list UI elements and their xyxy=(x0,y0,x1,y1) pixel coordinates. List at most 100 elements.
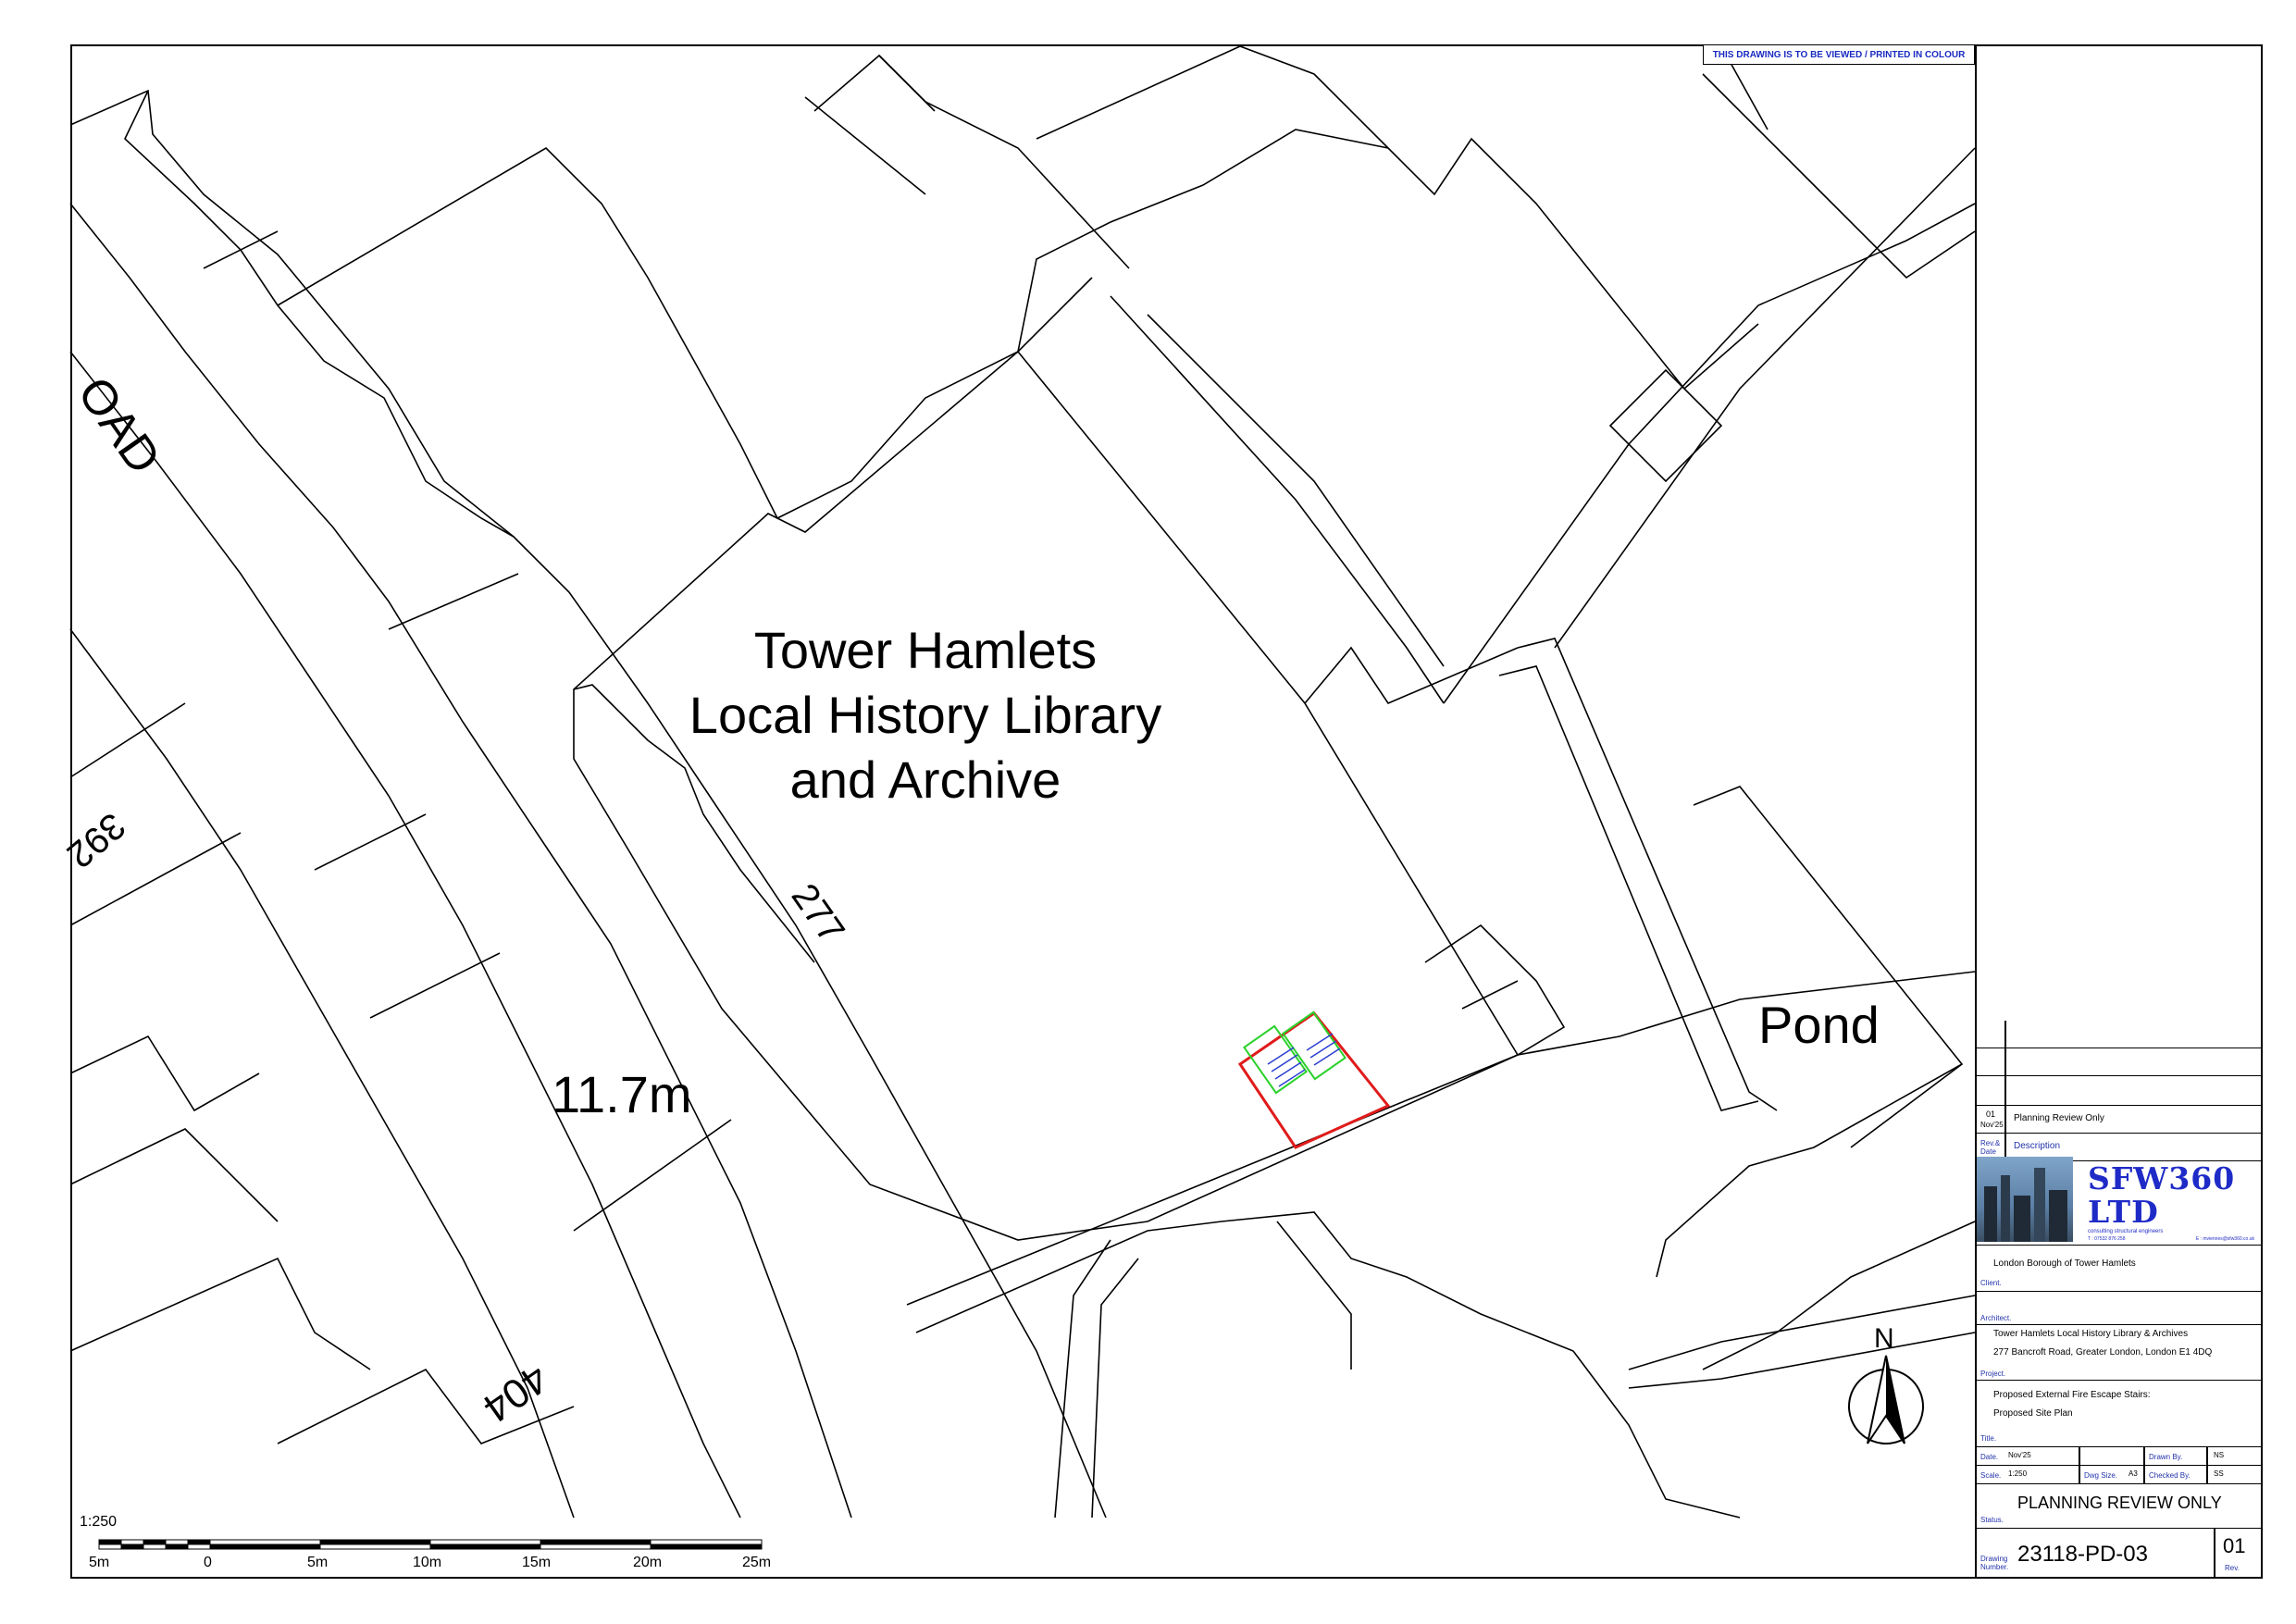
client-label: Client. xyxy=(1980,1279,2002,1287)
rev-blank-row-2 xyxy=(1977,1048,2263,1076)
small-square-a xyxy=(1608,368,1723,483)
lower-edge-e xyxy=(1276,1221,1352,1370)
scale-value: 1:250 xyxy=(2008,1469,2028,1478)
parcel-3 xyxy=(69,1035,260,1112)
drawing-number-label: Drawing Number. xyxy=(1980,1555,2009,1571)
lower-edge-d xyxy=(1091,1258,1139,1519)
north-label: N xyxy=(1874,1323,1894,1354)
library-label-line2: Local History Library xyxy=(689,686,1162,744)
scale-tick-4: 15m xyxy=(522,1555,552,1570)
lower-edge-h xyxy=(1572,1350,1741,1519)
client-row: London Borough of Tower Hamlets Client. xyxy=(1977,1251,2263,1292)
lower-edge-c xyxy=(1054,1239,1111,1519)
checked-by-value: SS xyxy=(2214,1469,2224,1478)
upper-block-d xyxy=(1036,45,1759,391)
strip-c xyxy=(1443,203,1976,704)
scale-tick-2: 5m xyxy=(307,1555,329,1570)
scale-tick-1: 0 xyxy=(204,1555,212,1570)
rev-date: Nov'25 xyxy=(1980,1121,2004,1129)
company-phone: T : 07532 876 258 xyxy=(2088,1236,2126,1242)
rev-value: 01 xyxy=(2223,1534,2246,1557)
company-name-line1: SFW360 xyxy=(2088,1160,2236,1196)
stair-treads xyxy=(1267,1033,1341,1087)
project-label: Project. xyxy=(1980,1370,2006,1378)
date-label: Date. xyxy=(1980,1453,1999,1461)
description-label: Description xyxy=(2014,1141,2061,1151)
strip-a xyxy=(1110,295,1445,704)
rev-description: Planning Review Only xyxy=(2014,1113,2104,1123)
scale-tick-3: 10m xyxy=(413,1555,442,1570)
title-line1: Proposed External Fire Escape Stairs: xyxy=(1993,1390,2151,1400)
parcel-6 xyxy=(277,1368,575,1444)
lower-edge-a xyxy=(906,971,1976,1306)
annex-box-a xyxy=(1424,924,1566,1056)
drawing-number-row: 23118-PD-03 Drawing Number. 01 Rev. xyxy=(1977,1529,2263,1577)
lower-edge-f xyxy=(1628,1295,1976,1370)
drawn-by-label: Drawn By. xyxy=(2149,1453,2183,1461)
company-email: E : mviennes@sfw360.co.uk xyxy=(2195,1236,2254,1242)
project-line2: 277 Bancroft Road, Greater London, Londo… xyxy=(1993,1347,2213,1357)
date-value: Nov'25 xyxy=(2008,1451,2031,1459)
date-row: Date. Nov'25 Drawn By. NS xyxy=(1977,1447,2263,1466)
strip-e xyxy=(1702,73,1976,279)
road-edge-d xyxy=(69,628,575,1519)
upper-line-1 xyxy=(804,96,926,195)
lower-edge-g xyxy=(1628,1332,1976,1389)
parcel-2 xyxy=(69,832,242,926)
scale-bar-graphic xyxy=(98,1539,763,1550)
label-height: 11.7m xyxy=(552,1065,692,1123)
title-label: Title. xyxy=(1980,1434,1997,1443)
rev-blank-row-1 xyxy=(1977,1021,2263,1048)
title-row: Proposed External Fire Escape Stairs: Pr… xyxy=(1977,1381,2263,1447)
library-label: Tower Hamlets Local History Library and … xyxy=(648,618,1203,812)
city-photo xyxy=(1977,1157,2073,1242)
company-contact: T : 07532 876 258 E : mviennes@sfw360.co… xyxy=(2088,1236,2254,1242)
client-value: London Borough of Tower Hamlets xyxy=(1993,1258,2136,1269)
company-logo-panel: SFW360 LTD consulting structural enginee… xyxy=(1975,1155,2263,1246)
tb-divider-2 xyxy=(2143,1447,2145,1484)
status-value: PLANNING REVIEW ONLY xyxy=(2017,1494,2222,1512)
rev-number: 01 xyxy=(1986,1110,1996,1119)
scale-tick-0: 5m xyxy=(89,1555,110,1570)
status-row: PLANNING REVIEW ONLY Status. xyxy=(1977,1484,2263,1529)
tb-divider-1 xyxy=(2079,1447,2080,1484)
parcel-9 xyxy=(573,1119,732,1232)
lower-edge-i xyxy=(1702,1221,1976,1370)
parcel-1 xyxy=(69,702,186,778)
title-line2: Proposed Site Plan xyxy=(1993,1408,2073,1419)
colour-notice: THIS DRAWING IS TO BE VIEWED / PRINTED I… xyxy=(1703,44,1975,65)
scale-row: Scale. 1:250 Dwg Size. A3 Checked By. SS xyxy=(1977,1466,2263,1484)
rev-label: Rev. xyxy=(2225,1564,2240,1572)
parcel-7 xyxy=(314,813,427,871)
project-line1: Tower Hamlets Local History Library & Ar… xyxy=(1993,1329,2189,1339)
architect-row: Architect. xyxy=(1977,1292,2263,1325)
company-tagline: consulting structural engineers xyxy=(2088,1229,2164,1234)
tb-divider-3 xyxy=(2206,1447,2208,1484)
drawn-by-value: NS xyxy=(2214,1451,2225,1459)
status-label: Status. xyxy=(1980,1516,2004,1524)
pond-strip-b xyxy=(1498,665,1759,1111)
rev-date-label: Rev.& Date xyxy=(1980,1139,2001,1156)
label-pond: Pond xyxy=(1758,996,1880,1054)
project-row: Tower Hamlets Local History Library & Ar… xyxy=(1977,1325,2263,1381)
road-edge-a xyxy=(69,89,1107,1519)
site-boundary xyxy=(1237,1010,1391,1149)
upper-block-e xyxy=(1017,129,1389,353)
scale-tick-5: 20m xyxy=(633,1555,663,1570)
drawing-number-value: 23118-PD-03 xyxy=(2017,1542,2148,1567)
north-arrow-icon xyxy=(1848,1355,1924,1444)
dwg-size-value: A3 xyxy=(2128,1469,2138,1478)
upper-block-a xyxy=(124,90,515,538)
checked-by-label: Checked By. xyxy=(2149,1471,2191,1480)
library-building xyxy=(573,350,1520,1241)
strip-d xyxy=(1554,147,1976,649)
pond-outline xyxy=(1656,786,1964,1278)
strip-b xyxy=(1147,314,1445,667)
parcel-4 xyxy=(69,1128,279,1222)
company-name-line2: LTD xyxy=(2088,1194,2159,1230)
library-label-line3: and Archive xyxy=(789,750,1061,809)
scale-ratio: 1:250 xyxy=(80,1514,118,1530)
road-edge-c xyxy=(69,351,741,1519)
parcel-11 xyxy=(388,573,519,630)
